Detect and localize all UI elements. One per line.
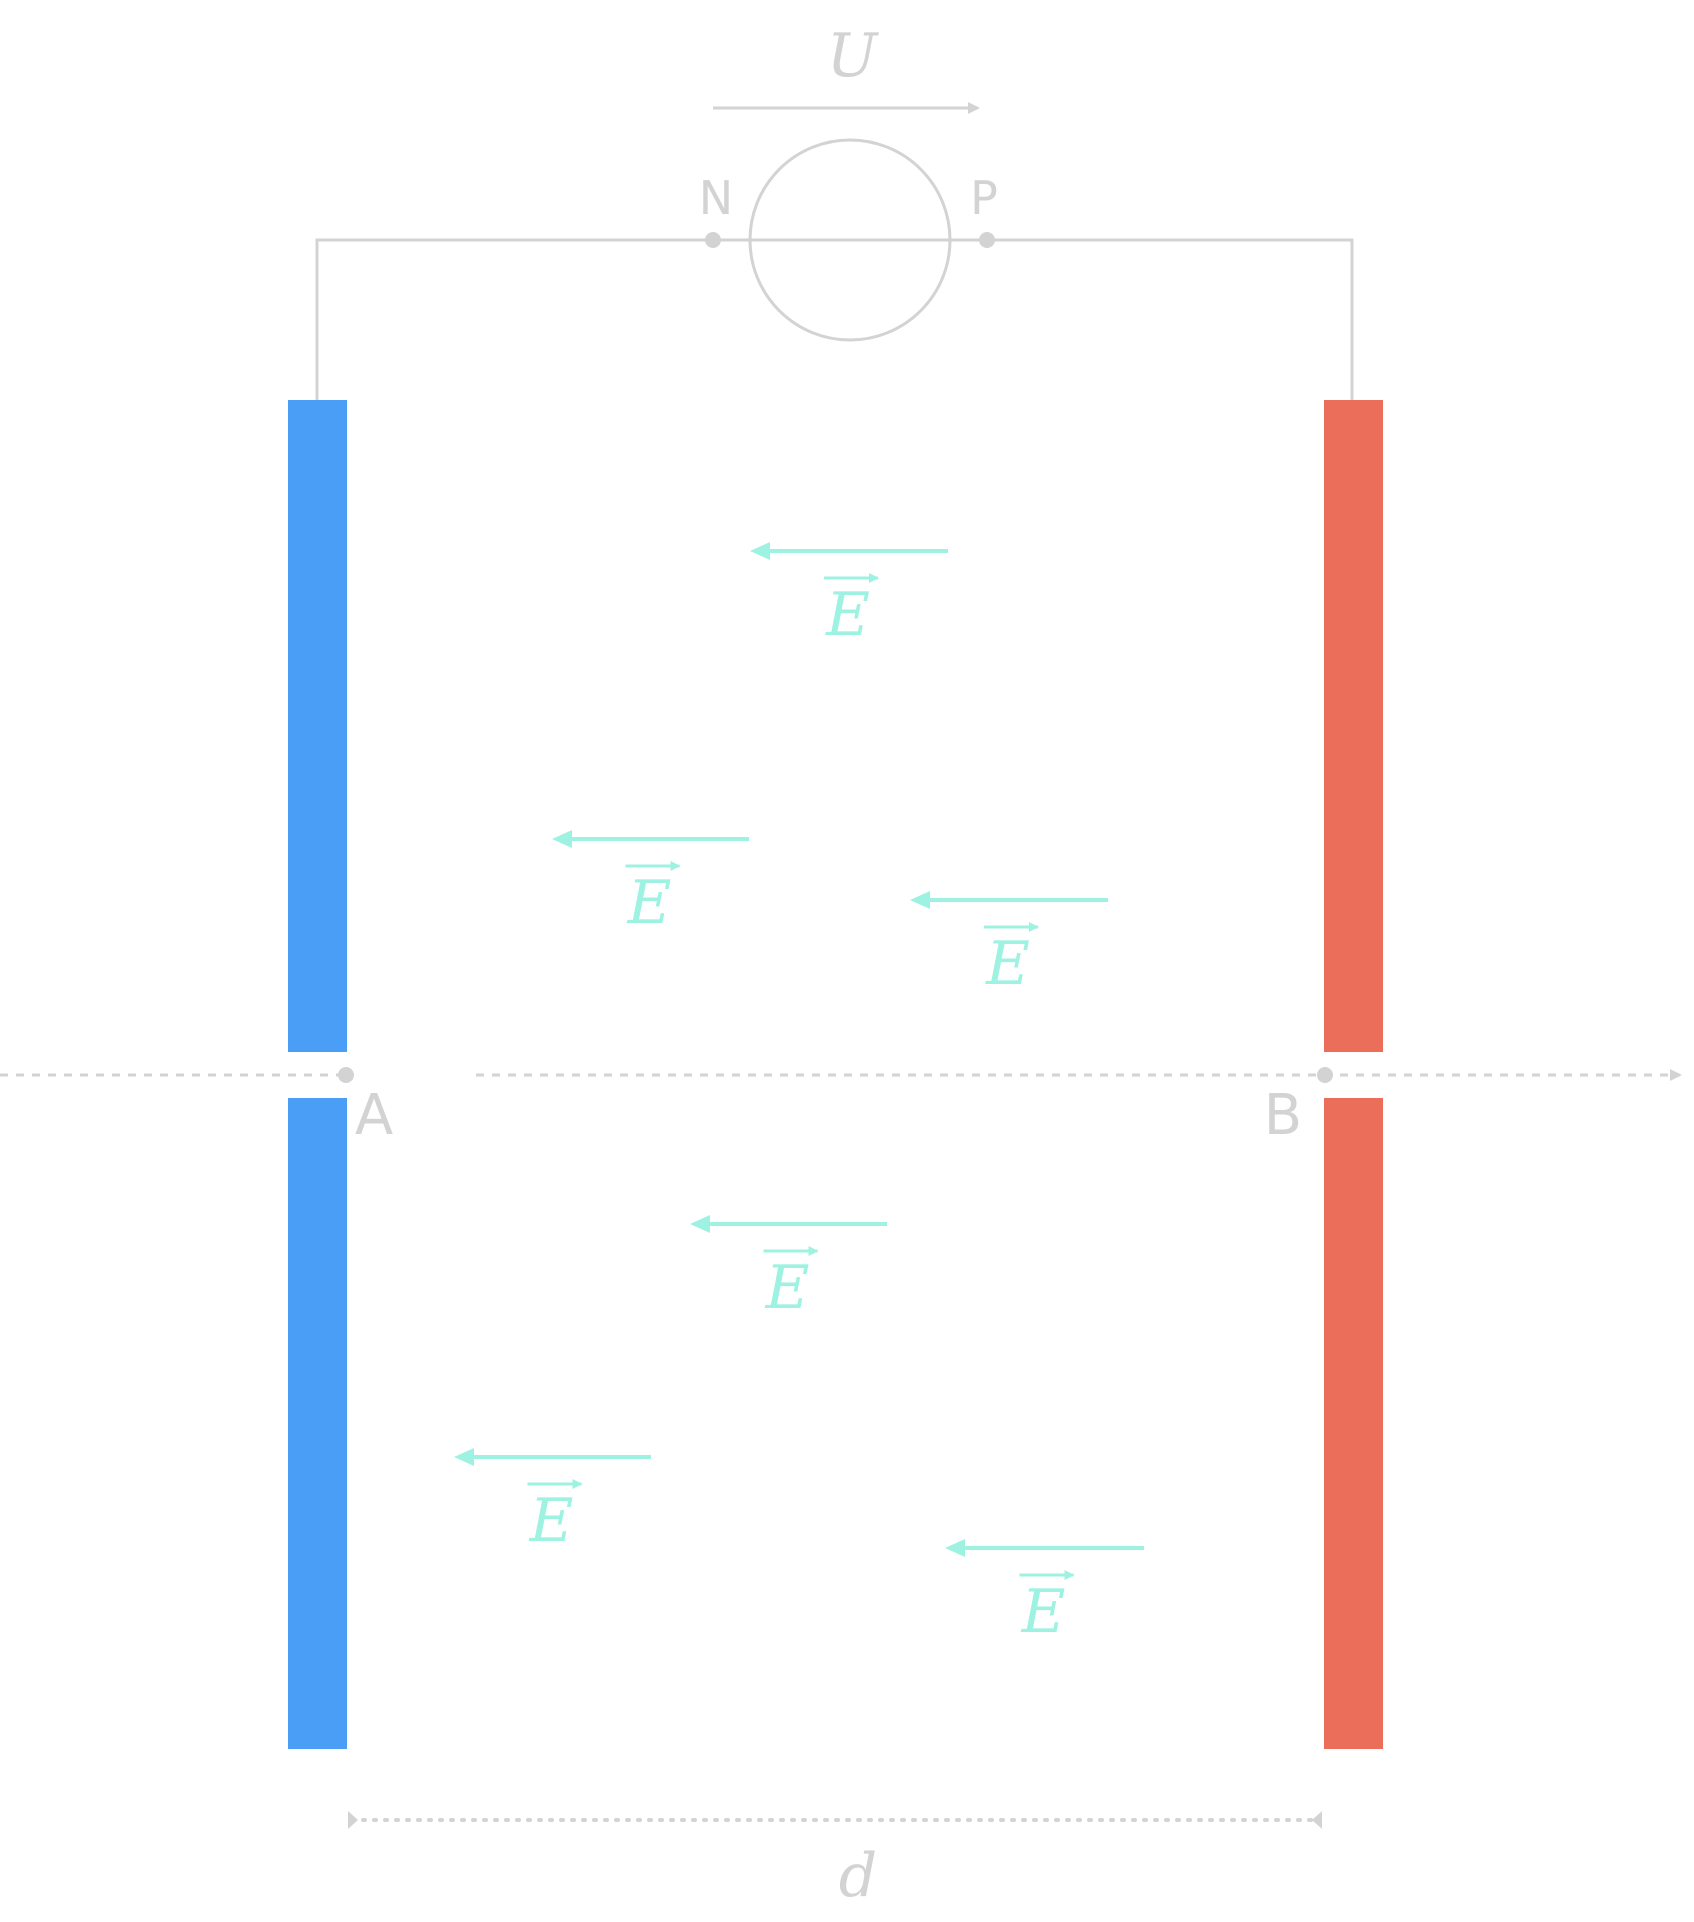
field-vector: E [690, 1215, 887, 1323]
distance-left-tick [348, 1811, 358, 1829]
negative-terminal-label: N [699, 171, 733, 225]
field-vector-label: E [985, 929, 1030, 999]
field-vector: E [910, 891, 1108, 999]
field-vector-arrowhead [910, 891, 930, 909]
field-vector-label: E [627, 868, 672, 938]
field-vectors: E E E E E E [454, 542, 1144, 1647]
field-vector-label: E [529, 1486, 574, 1556]
field-vector-label: E [1021, 1577, 1066, 1647]
negative-terminal-dot [705, 232, 721, 248]
distance-right-tick [1312, 1811, 1322, 1829]
point-b-dot [1317, 1067, 1333, 1083]
circuit-wire [315, 238, 1354, 400]
field-vector-label: E [765, 1253, 810, 1323]
positive-terminal-dot [979, 232, 995, 248]
left-plate-upper [288, 400, 347, 1052]
field-vector-arrowhead [454, 1448, 474, 1466]
field-vector: E [552, 830, 749, 938]
point-a-dot [338, 1067, 354, 1083]
positive-terminal-label: P [970, 171, 998, 225]
left-plate-lower [288, 1098, 347, 1749]
generator-symbol [748, 138, 952, 342]
field-vector-label: E [825, 580, 870, 650]
field-vector: E [454, 1448, 651, 1556]
distance-label: d [839, 1841, 877, 1911]
right-plate-lower [1324, 1098, 1383, 1749]
point-a-label: A [355, 1083, 393, 1148]
field-vector: E [945, 1539, 1144, 1647]
right-plate-upper [1324, 400, 1383, 1052]
field-vector: E [750, 542, 948, 650]
voltage-label: U [827, 21, 880, 91]
field-vector-arrowhead [552, 830, 572, 848]
field-vector-arrowhead [690, 1215, 710, 1233]
field-vector-arrowhead [750, 542, 770, 560]
point-b-label: B [1264, 1083, 1302, 1148]
field-vector-arrowhead [945, 1539, 965, 1557]
